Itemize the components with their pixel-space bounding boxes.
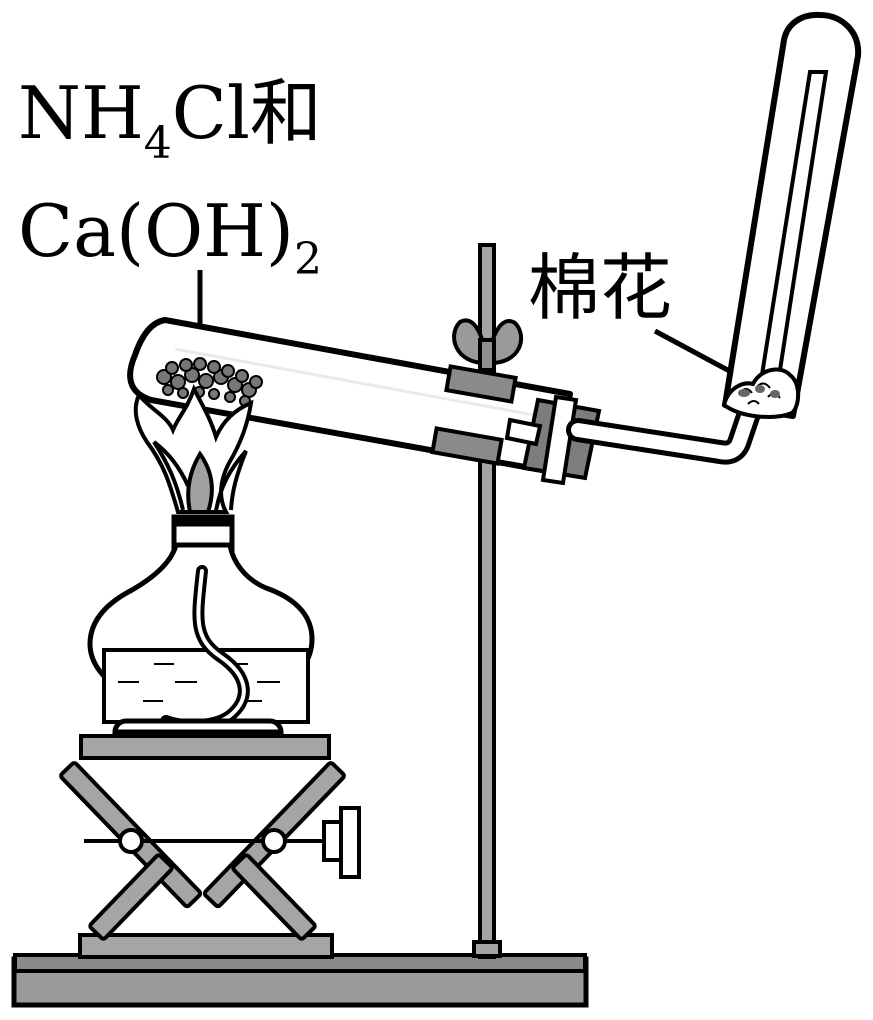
clamp — [430, 318, 524, 466]
clamp-screw-core — [478, 338, 496, 372]
powder-particle — [156, 369, 172, 385]
jack-bottom-plate — [78, 933, 334, 959]
alcohol-burner — [87, 384, 315, 735]
cotton-label: 棉花 — [528, 246, 672, 330]
powder-particle — [170, 374, 186, 390]
cotton-shadow — [738, 389, 750, 397]
powder-particle — [224, 391, 236, 403]
flame-mid-left — [152, 440, 190, 511]
powder-particle — [165, 361, 179, 375]
flame-mid-right — [214, 449, 248, 512]
tube-inner-line — [174, 347, 546, 419]
reactant-label-cl: Cl和 — [172, 71, 322, 155]
cotton-plug — [721, 367, 801, 419]
powder-particle — [249, 375, 263, 389]
jack-right-pivot — [261, 828, 287, 854]
powder-particle — [207, 360, 221, 374]
collection-tube — [721, 11, 862, 419]
reactant-label-nh: NH — [18, 71, 144, 155]
powder-particle — [177, 387, 189, 399]
jack-top-plate — [79, 734, 331, 760]
scissor-arm — [231, 853, 317, 941]
reactant-label-caoh: Ca(OH) — [18, 189, 294, 273]
lower-clamp-jaw — [430, 426, 504, 466]
powder-particle — [221, 364, 235, 378]
upper-clamp-jaw — [444, 364, 518, 404]
reactant-powder — [156, 357, 263, 407]
reactant-label-sub4: 4 — [144, 118, 172, 169]
flame-outer — [133, 384, 254, 514]
scissor-arm — [88, 853, 174, 941]
powder-particle — [198, 373, 214, 389]
jack-left-pivot — [118, 828, 144, 854]
cotton-fiber — [747, 400, 760, 405]
powder-particle — [179, 358, 193, 372]
powder-particle — [162, 384, 174, 396]
powder-particle — [235, 369, 249, 383]
alcohol-liquid — [102, 648, 310, 724]
jack-knob — [339, 806, 361, 879]
svg-text:NH4Cl和: NH4Cl和 — [18, 71, 322, 169]
flame-core — [186, 450, 214, 514]
powder-particle — [208, 388, 220, 400]
stopper-opening — [504, 417, 543, 447]
lab-jack — [59, 734, 361, 959]
delivery-tube-inner — [571, 383, 764, 460]
test-tube-assembly — [127, 11, 862, 486]
cotton-shadow — [770, 390, 780, 398]
svg-text:Ca(OH)2: Ca(OH)2 — [18, 189, 322, 285]
cotton-shadow — [755, 385, 765, 393]
jack-scissor-arms — [59, 761, 346, 941]
powder-particle — [193, 357, 207, 371]
reactant-label: NH4Cl和 Ca(OH)2 — [18, 71, 322, 285]
reactant-label-sub2: 2 — [294, 234, 322, 285]
stand-rod-foot — [472, 940, 502, 958]
burner-base — [112, 718, 284, 735]
stopper-light-band — [540, 394, 579, 486]
